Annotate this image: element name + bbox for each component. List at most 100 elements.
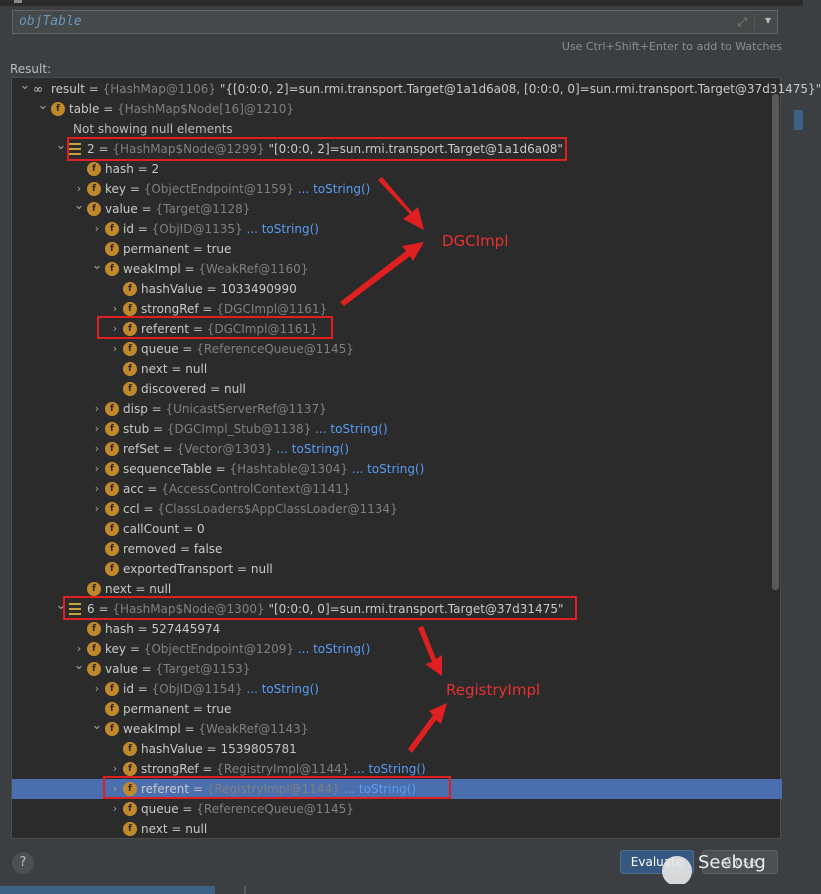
tree-row-text: hashValue = 1539805781 (141, 742, 297, 756)
expand-arrow-down-icon[interactable]: ⌄ (91, 258, 103, 273)
expand-arrow-down-icon[interactable]: ⌄ (19, 78, 31, 93)
node-name: hash (105, 162, 134, 176)
expand-arrow-right-icon[interactable]: › (112, 342, 118, 355)
tostring-link[interactable]: ... toString() (246, 682, 319, 696)
expand-diagonal-icon[interactable]: ⤢ (737, 15, 747, 29)
tostring-link[interactable]: ... toString() (297, 642, 371, 656)
highlight-referent-registry (103, 776, 451, 799)
expand-arrow-right-icon[interactable]: › (112, 322, 118, 335)
expand-arrow-down-icon[interactable]: ⌄ (37, 98, 49, 113)
tree-row[interactable]: ⌄6 = {HashMap$Node@1300} "[0:0:0, 0]=sun… (12, 598, 782, 619)
tree-row[interactable]: Not showing null elements (12, 119, 782, 139)
tostring-link[interactable]: ... toString() (351, 462, 425, 476)
help-button[interactable]: ? (12, 852, 34, 874)
tree-row-text: strongRef = {RegistryImpl@1144} ... toSt… (141, 762, 426, 776)
expand-arrow-right-icon[interactable]: › (112, 762, 118, 775)
expand-arrow-right-icon[interactable]: › (94, 222, 100, 235)
tree-row-text: refSet = {Vector@1303} ... toString() (123, 442, 350, 456)
expand-arrow-down-icon[interactable]: ⌄ (91, 718, 103, 733)
tostring-link[interactable]: ... toString() (353, 762, 426, 776)
expand-arrow-right-icon[interactable]: › (94, 462, 100, 475)
field-icon: f (105, 722, 119, 736)
node-type: {DGCImpl@1161} (206, 322, 318, 336)
tree-row[interactable]: ⌄2 = {HashMap$Node@1299} "[0:0:0, 2]=sun… (12, 138, 782, 159)
result-tree[interactable]: ⌄∞result = {HashMap@1106} "{[0:0:0, 2]=s… (11, 77, 821, 839)
expand-arrow-down-icon[interactable]: ⌄ (55, 138, 67, 153)
expand-arrow-right-icon[interactable]: › (94, 422, 100, 435)
node-type: {HashMap$Node@1300} (112, 602, 265, 616)
vertical-scrollbar[interactable] (772, 94, 779, 590)
expand-arrow-right-icon[interactable]: › (94, 482, 100, 495)
expression-input[interactable]: objTable ⤢ ▾ (12, 10, 778, 34)
expand-arrow-right-icon[interactable]: › (94, 502, 100, 515)
chevron-down-icon[interactable]: ▾ (764, 13, 771, 27)
expression-text[interactable]: objTable (19, 14, 82, 29)
tostring-link[interactable]: ... toString() (276, 442, 350, 456)
node-value: "[0:0:0, 0]=sun.rmi.transport.Target@37d… (268, 602, 564, 616)
expand-arrow-right-icon[interactable]: › (76, 642, 82, 655)
tree-row[interactable]: ⌄∞result = {HashMap@1106} "{[0:0:0, 2]=s… (12, 78, 821, 99)
node-value: Not showing null elements (73, 122, 233, 136)
close-button[interactable]: Close (702, 850, 778, 874)
bottom-bar (0, 884, 803, 894)
node-type: {HashMap@1106} (102, 82, 217, 96)
expand-arrow-right-icon[interactable]: › (94, 402, 100, 415)
node-name: strongRef (141, 302, 199, 316)
node-type: {ObjectEndpoint@1209} (143, 642, 295, 656)
tree-row-text: removed = false (123, 542, 223, 556)
node-name: strongRef (141, 762, 199, 776)
node-name: acc (123, 482, 144, 496)
expand-arrow-right-icon[interactable]: › (112, 802, 118, 815)
expand-arrow-down-icon[interactable]: ⌄ (55, 598, 67, 613)
expand-arrow-down-icon[interactable]: ⌄ (73, 658, 85, 673)
tostring-link[interactable]: ... toString() (246, 222, 319, 236)
expand-arrow-right-icon[interactable]: › (112, 782, 118, 795)
annotation-arrows (340, 177, 447, 753)
tree-row-text: discovered = null (141, 382, 246, 396)
expand-arrow-right-icon[interactable]: › (76, 182, 82, 195)
field-icon: f (123, 282, 137, 296)
expand-arrow-right-icon[interactable]: › (94, 682, 100, 695)
tostring-link[interactable]: ... toString() (297, 182, 371, 196)
expand-arrow-down-icon[interactable]: ⌄ (73, 198, 85, 213)
expand-arrow-right-icon[interactable]: › (94, 442, 100, 455)
tostring-link[interactable]: ... toString() (343, 782, 417, 796)
expand-arrow-right-icon[interactable]: › (112, 302, 118, 315)
node-value: false (193, 542, 223, 556)
tostring-link[interactable]: ... toString() (315, 422, 388, 436)
